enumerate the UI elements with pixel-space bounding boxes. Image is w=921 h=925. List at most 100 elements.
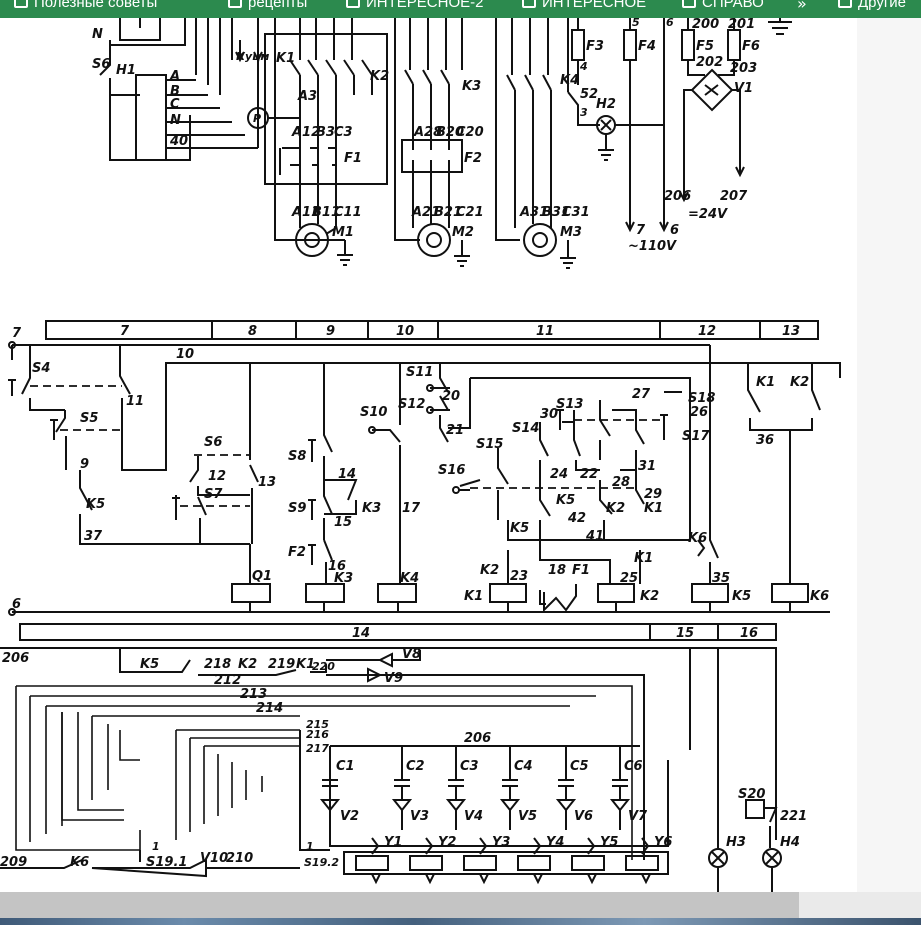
- svg-text:B21: B21: [434, 205, 462, 220]
- svg-text:S18: S18: [688, 391, 715, 406]
- svg-text:M2: M2: [452, 225, 474, 240]
- svg-text:K2: K2: [640, 589, 659, 604]
- bookmarks-overflow-chevron-icon[interactable]: »: [797, 0, 807, 13]
- svg-text:K2: K2: [480, 563, 499, 578]
- svg-text:212: 212: [214, 673, 241, 688]
- svg-text:A31: A31: [519, 205, 548, 220]
- svg-text:209: 209: [0, 855, 27, 870]
- band-mid-14: 14: [352, 626, 370, 641]
- bookmark-label: СПРАВО: [702, 0, 764, 11]
- svg-text:C3: C3: [334, 125, 353, 140]
- svg-text:C5: C5: [570, 759, 589, 774]
- svg-text:29: 29: [644, 487, 662, 502]
- svg-text:1: 1: [152, 840, 160, 853]
- svg-text:S6: S6: [92, 57, 110, 72]
- svg-text:K2: K2: [606, 501, 625, 516]
- svg-text:30: 30: [540, 407, 558, 422]
- svg-text:206: 206: [2, 651, 29, 666]
- bookmark-folder-poleznye-sovety[interactable]: Полезные советы: [14, 0, 157, 11]
- bookmark-folder-interesnoe[interactable]: ИНТЕРЕСНОЕ: [522, 0, 646, 11]
- band-mid-15: 15: [676, 626, 694, 641]
- svg-text:P: P: [253, 112, 261, 125]
- svg-text:F5: F5: [696, 39, 714, 54]
- svg-text:217: 217: [306, 742, 329, 755]
- svg-text:Q1: Q1: [252, 569, 272, 584]
- svg-text:Y2: Y2: [438, 835, 456, 850]
- svg-text:214: 214: [256, 701, 283, 716]
- svg-text:C4: C4: [514, 759, 533, 774]
- folder-icon: [838, 0, 852, 8]
- svg-text:36: 36: [756, 433, 774, 448]
- svg-text:220: 220: [312, 660, 335, 673]
- svg-text:S14: S14: [512, 421, 539, 436]
- svg-text:C2: C2: [406, 759, 425, 774]
- svg-text:201: 201: [728, 18, 755, 32]
- horizontal-scrollbar-thumb[interactable]: [0, 892, 799, 918]
- bookmark-label: Полезные советы: [34, 0, 158, 11]
- svg-text:S17: S17: [682, 429, 710, 444]
- svg-text:V1: V1: [734, 81, 753, 96]
- svg-text:S16: S16: [438, 463, 465, 478]
- svg-text:H2: H2: [596, 97, 616, 112]
- band-mid-16: 16: [740, 626, 758, 641]
- svg-text:C21: C21: [456, 205, 484, 220]
- svg-text:A3: A3: [297, 89, 317, 104]
- svg-text:C20: C20: [456, 125, 484, 140]
- svg-text:S19.2: S19.2: [304, 856, 339, 869]
- svg-text:K5: K5: [510, 521, 529, 536]
- svg-text:K5: K5: [732, 589, 751, 604]
- svg-text:S6: S6: [204, 435, 222, 450]
- svg-text:H4: H4: [780, 835, 800, 850]
- svg-text:Куцм: Куцм: [236, 50, 269, 63]
- svg-text:7: 7: [636, 223, 646, 238]
- svg-text:S7: S7: [204, 487, 223, 502]
- svg-text:V7: V7: [628, 809, 648, 824]
- svg-text:28: 28: [612, 475, 630, 490]
- band-top-13: 13: [782, 324, 800, 339]
- svg-text:K4: K4: [560, 73, 579, 88]
- svg-text:27: 27: [632, 387, 651, 402]
- svg-text:B: B: [170, 84, 180, 99]
- svg-text:B3: B3: [316, 125, 335, 140]
- svg-text:K1: K1: [464, 589, 483, 604]
- bookmark-label: ИНТЕРЕСНОЕ-2: [366, 0, 484, 11]
- svg-text:17: 17: [402, 501, 421, 516]
- svg-text:F1: F1: [344, 151, 362, 166]
- schematic-image: N S6 H1 A B C N 40 Куцм K1 K2 A3 P A12 B…: [0, 18, 857, 892]
- svg-text:14: 14: [338, 467, 356, 482]
- svg-text:210: 210: [226, 851, 253, 866]
- svg-text:12: 12: [208, 469, 226, 484]
- svg-text:42: 42: [567, 511, 586, 526]
- bookmark-folder-recepty[interactable]: рецепты: [228, 0, 307, 11]
- band-top-9: 9: [326, 324, 335, 339]
- desktop-wallpaper-strip: [0, 918, 921, 925]
- svg-text:221: 221: [780, 809, 807, 824]
- svg-text:13: 13: [258, 475, 276, 490]
- svg-text:N: N: [170, 113, 181, 128]
- svg-text:C3: C3: [460, 759, 479, 774]
- svg-text:S8: S8: [288, 449, 306, 464]
- svg-text:N: N: [92, 27, 103, 42]
- svg-text:6: 6: [666, 18, 674, 29]
- svg-text:15: 15: [334, 515, 352, 530]
- bookmark-folder-spravo[interactable]: СПРАВО: [682, 0, 764, 11]
- control-circuit-labels: 7 8 9 10 11 12 13 7 S4 11 10 S5 9 K5 37 …: [12, 324, 829, 641]
- svg-text:18: 18: [548, 563, 566, 578]
- band-top-12: 12: [698, 324, 716, 339]
- svg-text:H1: H1: [116, 63, 136, 78]
- folder-icon: [682, 0, 696, 8]
- svg-text:A: A: [169, 69, 180, 84]
- svg-text:S15: S15: [476, 437, 503, 452]
- valve-circuit: [0, 647, 782, 892]
- svg-text:4: 4: [579, 60, 588, 73]
- svg-text:=24V: =24V: [688, 207, 728, 222]
- svg-text:S10: S10: [360, 405, 387, 420]
- svg-text:Y5: Y5: [600, 835, 618, 850]
- svg-text:K6: K6: [810, 589, 829, 604]
- svg-text:V8: V8: [402, 647, 421, 662]
- bookmark-label: Другие: [858, 0, 907, 11]
- bookmark-folder-drugie[interactable]: Другие: [838, 0, 906, 11]
- svg-text:V2: V2: [340, 809, 359, 824]
- svg-text:V9: V9: [384, 671, 403, 686]
- bookmark-folder-interesnoe-2[interactable]: ИНТЕРЕСНОЕ-2: [346, 0, 483, 11]
